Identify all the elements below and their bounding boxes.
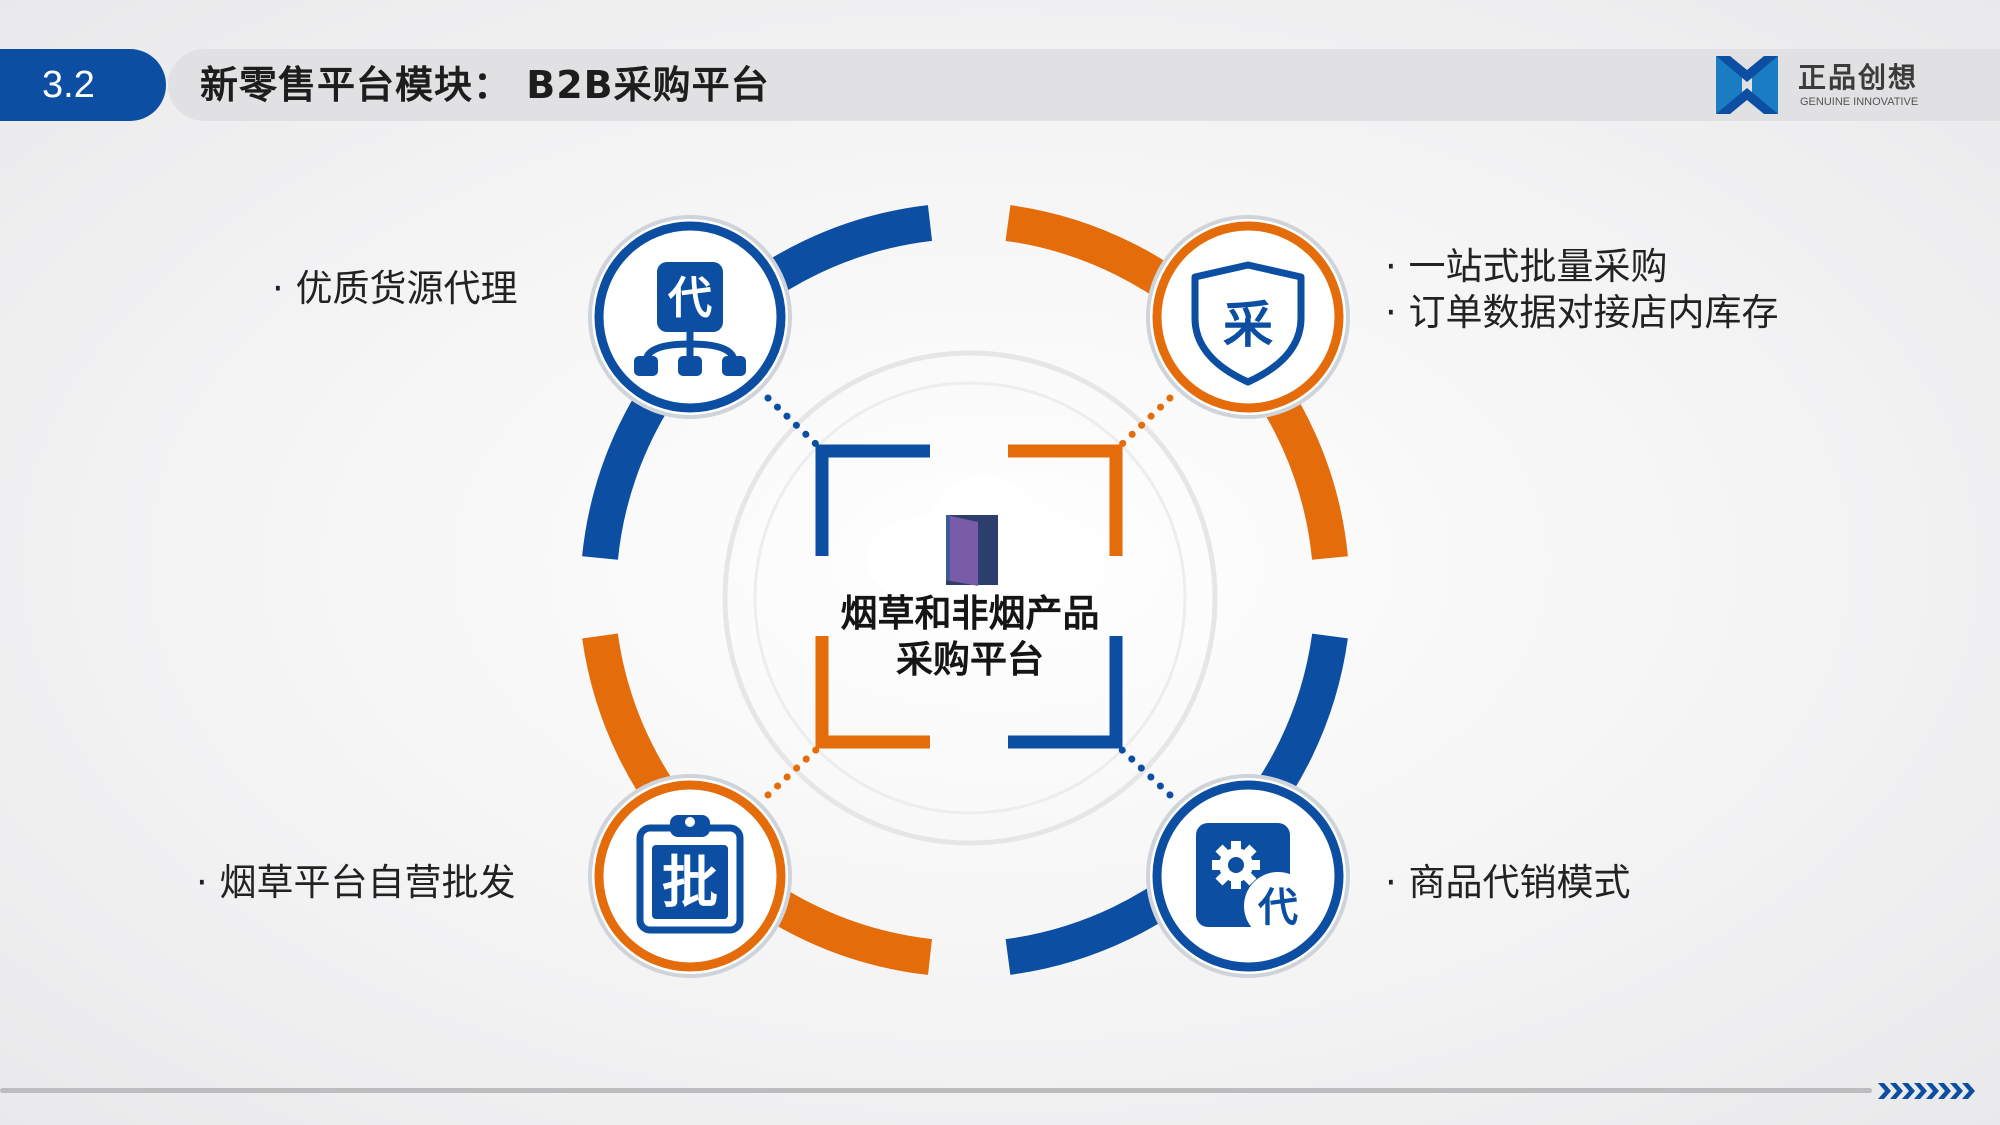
gear-icon: 代	[1196, 823, 1312, 940]
company-logo: 正品创想 GENUINE INNOVATIVE	[1712, 52, 1942, 118]
node-top-left-char: 代	[667, 273, 712, 324]
node-top-right: 采	[1146, 215, 1350, 419]
label-top-right-line: · 一站式批量采购	[1385, 245, 1668, 288]
label-top-right: · 一站式批量采购 · 订单数据对接店内库存	[1385, 244, 1779, 336]
label-bottom-left-line: · 烟草平台自营批发	[196, 861, 516, 904]
center-title-line1: 烟草和非烟产品	[841, 592, 1100, 635]
logo-mark-icon	[1716, 56, 1778, 114]
connector-top-right	[1116, 394, 1174, 450]
connector-top-left	[764, 394, 822, 450]
clipboard-icon: 批	[636, 815, 744, 934]
logo-subtitle: GENUINE INNOVATIVE	[1800, 96, 1919, 108]
label-bottom-right: · 商品代销模式	[1385, 860, 1631, 906]
halo-ring-outer	[722, 350, 1218, 846]
bracket-bottom-left	[815, 636, 930, 749]
node-bottom-right-char: 代	[1257, 885, 1298, 931]
node-top-right-char: 采	[1223, 296, 1273, 354]
header-bar: 3.2 新零售平台模块： B2B采购平台 正品创想 GENUINE INNOVA…	[0, 49, 2000, 121]
connector-bottom-left	[764, 744, 822, 799]
label-bottom-left: · 烟草平台自营批发	[196, 860, 516, 906]
door-icon	[946, 515, 998, 586]
label-top-left: · 优质货源代理	[272, 266, 518, 312]
node-bottom-left-char: 批	[662, 851, 718, 916]
section-number: 3.2	[0, 49, 166, 121]
node-top-left: 代	[588, 215, 792, 419]
title-strip	[168, 49, 2000, 121]
node-bottom-right: 代	[1146, 774, 1350, 978]
bracket-top-right	[1008, 444, 1123, 556]
org-chart-icon: 代	[634, 262, 746, 376]
shield-icon: 采	[1191, 261, 1305, 386]
label-bottom-right-line: · 商品代销模式	[1385, 861, 1631, 904]
center-title-line2: 采购平台	[896, 638, 1044, 681]
bracket-top-left	[815, 444, 930, 556]
label-top-left-line: · 优质货源代理	[272, 267, 518, 310]
bracket-bottom-right	[1008, 636, 1123, 749]
logo-name: 正品创想	[1798, 61, 1919, 94]
chevron-right-icon	[1878, 1083, 1975, 1099]
node-bottom-left: 批	[588, 774, 792, 978]
footer-divider	[0, 1088, 1872, 1093]
page-title: 新零售平台模块： B2B采购平台	[200, 63, 770, 107]
halo-ring-inner	[753, 381, 1187, 815]
label-top-right-line: · 订单数据对接店内库存	[1385, 291, 1779, 334]
connector-bottom-right	[1116, 744, 1174, 799]
